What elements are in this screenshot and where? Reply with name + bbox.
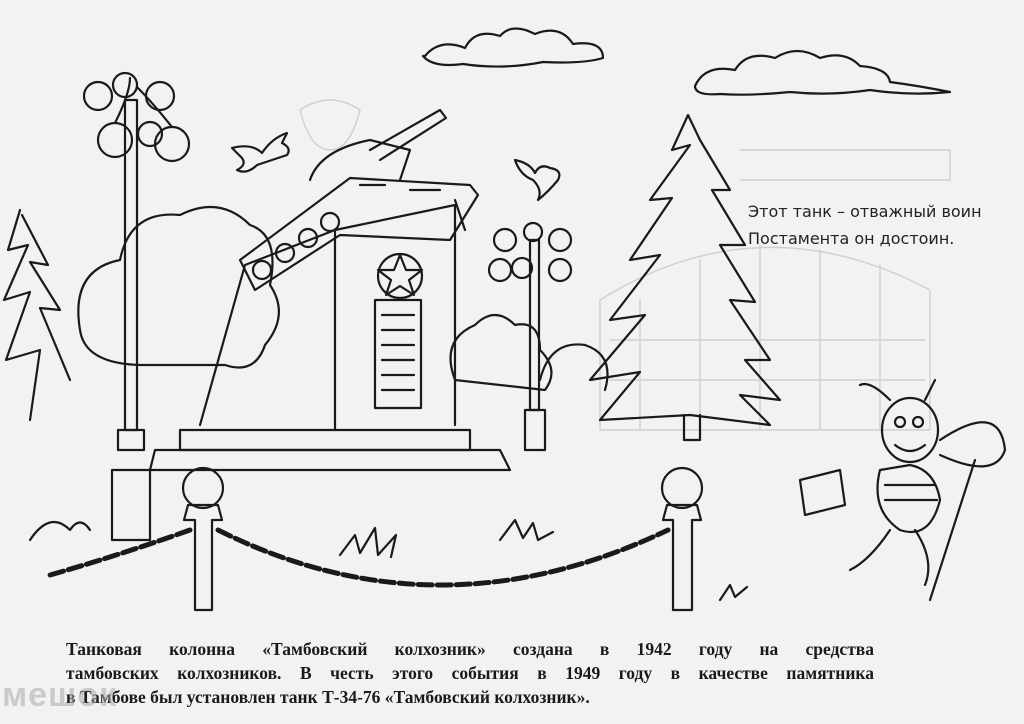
cloud-right (693, 49, 952, 96)
cloud-left (421, 27, 605, 68)
caption-line-2: тамбовских колхозников. В честь этого со… (66, 663, 874, 683)
bleed-through-drawing (299, 99, 951, 431)
poem-line-2: Постамента он достоин. (748, 229, 955, 248)
poem-line-1: Этот танк – отважный воин (748, 202, 982, 221)
lamp-post-left (82, 71, 191, 542)
fir-tree (588, 113, 782, 427)
bird-right (513, 158, 561, 202)
bush-middle (449, 313, 553, 392)
chain-fence (28, 466, 704, 612)
monument-pedestal (148, 203, 512, 472)
caption-text: Танковая колонна «Тамбовский колхозник» … (66, 637, 874, 709)
caption-line-3: в Тамбове был установлен танк Т-34-76 «Т… (66, 687, 590, 707)
tree-far-left (2, 208, 72, 422)
bird-left (230, 131, 290, 173)
watermark-logo: мешок (2, 676, 118, 714)
tank-t34 (238, 108, 480, 292)
bush-left (77, 205, 280, 369)
caption-line-1: Танковая колонна «Тамбовский колхозник» … (66, 639, 874, 659)
lamp-post-middle (487, 221, 573, 452)
bee-character (798, 378, 1007, 602)
grass-tufts (338, 518, 749, 602)
star-emblem (376, 253, 424, 297)
poem-text: Этот танк – отважный воин Постамента он … (748, 198, 982, 252)
